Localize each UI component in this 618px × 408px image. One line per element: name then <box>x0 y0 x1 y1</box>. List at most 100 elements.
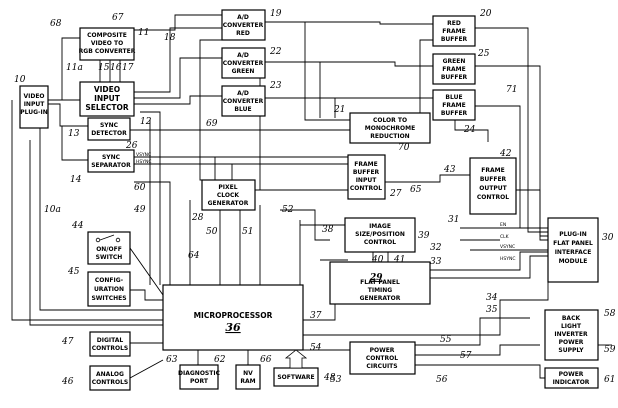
analog-controls-block: ANALOG CONTROLS <box>89 365 131 391</box>
svg-text:SYNC: SYNC <box>100 122 119 129</box>
pixel-clock-generator-block: PIXEL CLOCK GENERATOR <box>201 179 256 211</box>
ad-converter-blue-block: A/D CONVERTER BLUE <box>221 85 266 117</box>
up-arrow-icon <box>284 349 308 369</box>
ref-10a: 10a <box>44 205 61 215</box>
vsync-label: VSYNC <box>136 152 151 158</box>
svg-text:FLAT PANEL: FLAT PANEL <box>360 279 400 286</box>
ref-29: 29 <box>369 273 383 283</box>
ref-42: 42 <box>499 149 512 159</box>
ref-64: 64 <box>188 251 200 261</box>
svg-text:CONTROLS: CONTROLS <box>92 345 128 352</box>
svg-text:CONTROL: CONTROL <box>477 194 509 201</box>
svg-text:SEPARATOR: SEPARATOR <box>91 162 131 169</box>
svg-text:INPUT: INPUT <box>356 177 378 184</box>
svg-text:ON/OFF: ON/OFF <box>96 246 122 253</box>
ref-58: 58 <box>604 309 616 319</box>
svg-text:TIMING: TIMING <box>368 287 393 294</box>
ref-27: 27 <box>389 189 402 199</box>
svg-text:PIXEL: PIXEL <box>218 184 237 191</box>
svg-text:FRAME: FRAME <box>442 102 465 109</box>
svg-text:CIRCUITS: CIRCUITS <box>366 363 397 370</box>
ref-10: 10 <box>14 75 26 85</box>
ref-30: 30 <box>602 233 614 243</box>
ref-49: 49 <box>133 205 146 215</box>
ref-38: 38 <box>322 225 334 235</box>
svg-text:ANALOG: ANALOG <box>96 371 124 378</box>
svg-text:VIDEO: VIDEO <box>23 93 44 100</box>
composite-video-converter-block: COMPOSITE VIDEO TO RGB CONVERTER <box>79 27 136 61</box>
svg-text:MODULE: MODULE <box>559 258 588 265</box>
configuration-switches-block: CONFIG- URATION SWITCHES <box>87 271 131 307</box>
ad-converter-green-block: A/D CONVERTER GREEN <box>221 47 266 79</box>
svg-text:RGB CONVERTER: RGB CONVERTER <box>79 48 136 55</box>
svg-text:A/D: A/D <box>237 52 249 59</box>
svg-text:CLOCK: CLOCK <box>217 192 240 199</box>
ref-19: 19 <box>270 9 282 19</box>
svg-text:LIGHT: LIGHT <box>561 323 582 330</box>
ref-71: 71 <box>506 85 517 95</box>
ref-67: 67 <box>112 13 124 23</box>
backlight-inverter-block: BACK LIGHT INVERTER POWER SUPPLY <box>544 309 599 361</box>
svg-text:GENERATOR: GENERATOR <box>208 200 249 207</box>
ref-56: 56 <box>436 375 448 385</box>
svg-text:BUFFER: BUFFER <box>353 169 380 176</box>
en-label: EN <box>500 222 506 228</box>
svg-text:RAM: RAM <box>240 378 255 385</box>
svg-text:BACK: BACK <box>562 315 581 322</box>
svg-text:CONTROL: CONTROL <box>364 239 396 246</box>
svg-text:FRAME: FRAME <box>442 66 465 73</box>
svg-text:CONTROL: CONTROL <box>350 185 382 192</box>
ref-45: 45 <box>67 267 80 277</box>
svg-text:BUFFER: BUFFER <box>441 36 468 43</box>
ref-55: 55 <box>440 335 452 345</box>
ref-59: 59 <box>604 345 616 355</box>
svg-text:NV: NV <box>243 370 253 377</box>
svg-text:CONTROLS: CONTROLS <box>92 379 128 386</box>
ref-47: 47 <box>61 337 74 347</box>
ref-69: 69 <box>206 119 218 129</box>
plugin-flat-panel-module-block: PLUG-IN FLAT PANEL INTERFACE MODULE <box>547 217 599 283</box>
power-indicator-block: POWER INDICATOR <box>544 367 599 389</box>
svg-text:COLOR TO: COLOR TO <box>373 117 407 124</box>
svg-text:IMAGE: IMAGE <box>369 223 391 230</box>
svg-text:GENERATOR: GENERATOR <box>360 295 401 302</box>
ref-18: 18 <box>164 33 176 43</box>
ref-26: 26 <box>125 141 138 151</box>
power-control-circuits-block: POWER CONTROL CIRCUITS <box>349 341 416 375</box>
svg-text:SYNC: SYNC <box>102 154 121 161</box>
svg-text:SOFTWARE: SOFTWARE <box>277 374 314 381</box>
green-frame-buffer-block: GREEN FRAME BUFFER <box>432 53 476 85</box>
svg-text:PLUG-IN: PLUG-IN <box>20 109 48 116</box>
svg-text:COMPOSITE: COMPOSITE <box>87 32 127 39</box>
svg-text:MONOCHROME: MONOCHROME <box>365 125 415 132</box>
ref-17: 17 <box>122 63 134 73</box>
switch-contact-icon <box>95 237 101 243</box>
frame-buffer-output-control-block: FRAME BUFFER OUTPUT CONTROL <box>469 157 517 215</box>
svg-text:SWITCHES: SWITCHES <box>91 295 126 302</box>
ad-converter-red-block: A/D CONVERTER RED <box>221 9 266 41</box>
svg-text:FRAME: FRAME <box>442 28 465 35</box>
on-off-switch-block: ON/OFF SWITCH <box>87 231 131 265</box>
video-input-selector-block: VIDEO INPUT SELECTOR <box>79 81 135 117</box>
svg-text:POWER: POWER <box>559 339 584 346</box>
ref-46: 46 <box>61 377 74 387</box>
ref-41: 41 <box>393 255 405 265</box>
svg-text:BUFFER: BUFFER <box>480 176 507 183</box>
ref-16: 16 <box>110 63 122 73</box>
nv-ram-block: NV RAM <box>235 364 261 390</box>
frame-buffer-input-control-block: FRAME BUFFER INPUT CONTROL <box>347 154 386 200</box>
flat-panel-timing-generator-block: FLAT PANEL TIMING GENERATOR <box>329 261 431 305</box>
svg-text:BUFFER: BUFFER <box>441 74 468 81</box>
ref-23: 23 <box>269 81 282 91</box>
switch-lever-icon <box>99 234 115 241</box>
software-block: SOFTWARE <box>273 349 319 387</box>
svg-text:PLUG-IN: PLUG-IN <box>559 231 587 238</box>
ref-37: 37 <box>310 311 322 321</box>
svg-text:DIAGNOSTIC: DIAGNOSTIC <box>178 370 221 377</box>
svg-text:CONVERTER: CONVERTER <box>223 98 264 105</box>
svg-text:POWER: POWER <box>559 371 584 378</box>
ref-62: 62 <box>214 355 226 365</box>
ref-32: 32 <box>430 243 442 253</box>
svg-text:RED: RED <box>447 20 461 27</box>
